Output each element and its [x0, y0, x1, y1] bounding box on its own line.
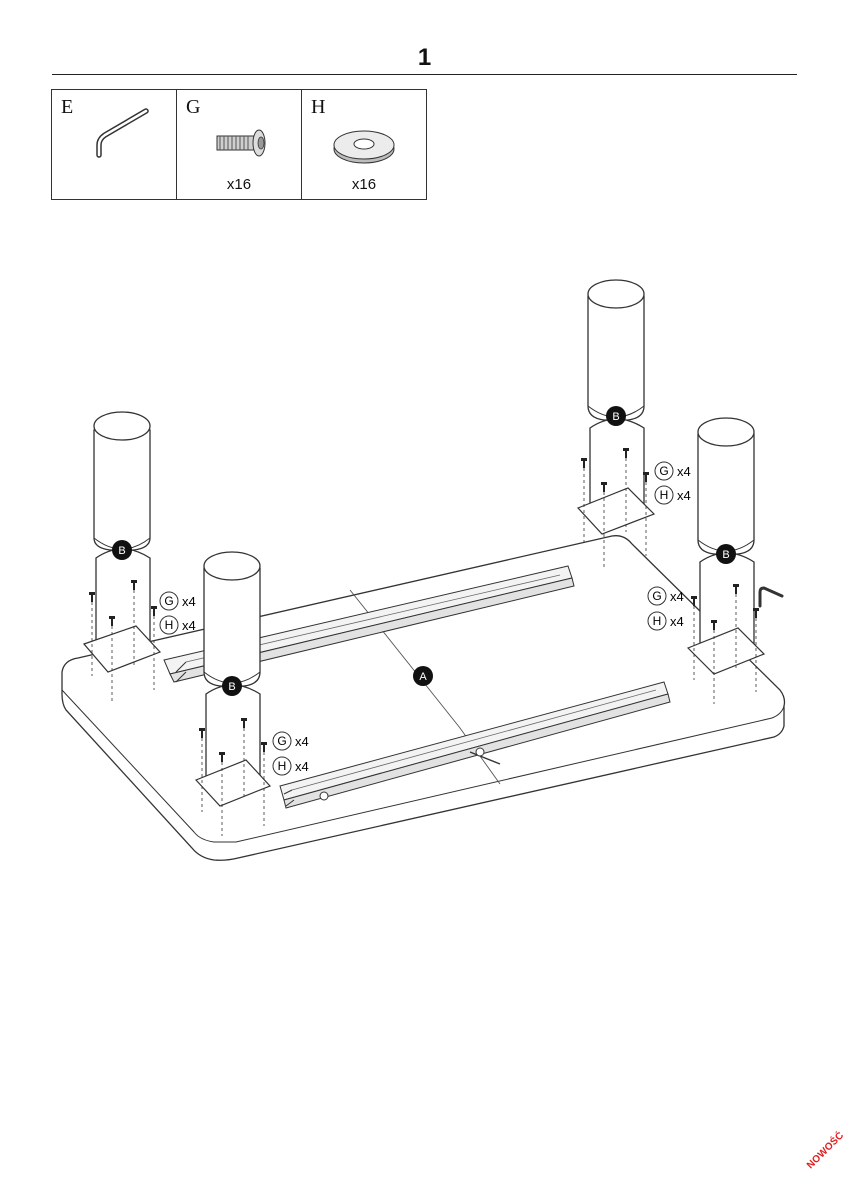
marker-a-label: A: [419, 671, 427, 683]
marker-b-label: B: [118, 545, 125, 557]
callout-h-qty: x4: [670, 614, 684, 629]
callout-g-qty: x4: [295, 734, 309, 749]
marker-b-label: B: [722, 549, 729, 561]
step-number: 1: [417, 44, 432, 71]
bolt-icon: [216, 129, 266, 157]
leg-front-right: [686, 417, 784, 675]
part-letter-g: G: [186, 96, 201, 118]
part-qty-g: x16: [226, 176, 252, 193]
callout-h-letter: H: [165, 618, 174, 632]
marker-b-label: B: [228, 681, 235, 693]
frame-rails: [163, 565, 671, 809]
callout-h-qty: x4: [295, 759, 309, 774]
header-rule: [52, 74, 797, 75]
allen-key-icon: [96, 108, 149, 158]
marker-b-back-right: B: [606, 406, 626, 426]
callout-h-qty: x4: [182, 618, 196, 633]
leg-back-left: [82, 411, 162, 673]
marker-b-label: B: [612, 411, 619, 423]
marker-b-front-right: B: [716, 544, 736, 564]
callout-g-letter: G: [277, 734, 286, 748]
part-letter-e: E: [61, 96, 74, 118]
callout-g-letter: G: [652, 589, 661, 603]
callout-g-letter: G: [164, 594, 173, 608]
callout-h-letter: H: [278, 759, 287, 773]
callout-g-qty: x4: [670, 589, 684, 604]
callout-g-qty: x4: [182, 594, 196, 609]
callout-front-left: G x4 H x4: [272, 731, 309, 776]
part-qty-h: x16: [351, 176, 377, 193]
callout-h-qty: x4: [677, 488, 691, 503]
table-top: [61, 535, 786, 861]
part-cell-h: H x16: [302, 90, 426, 199]
callout-g-qty: x4: [677, 464, 691, 479]
callout-h-letter: H: [653, 614, 662, 628]
screw-guides: [91, 452, 757, 836]
part-cell-g: G x16: [177, 90, 302, 199]
washer-icon: [333, 130, 395, 164]
callout-h-letter: H: [660, 488, 669, 502]
parts-table: E G x16 H x16: [51, 89, 427, 200]
leg-front-left: [194, 551, 272, 807]
callout-front-right: G x4 H x4: [647, 586, 684, 631]
marker-b-back-left: B: [112, 540, 132, 560]
marker-a: A: [413, 666, 433, 686]
callout-g-letter: G: [659, 464, 668, 478]
part-letter-h: H: [311, 96, 326, 118]
part-cell-e: E: [52, 90, 177, 199]
callout-back-left: G x4 H x4: [159, 591, 196, 635]
callout-back-right: G x4 H x4: [654, 461, 691, 505]
marker-b-front-left: B: [222, 676, 242, 696]
leg-back-right: [576, 279, 656, 535]
